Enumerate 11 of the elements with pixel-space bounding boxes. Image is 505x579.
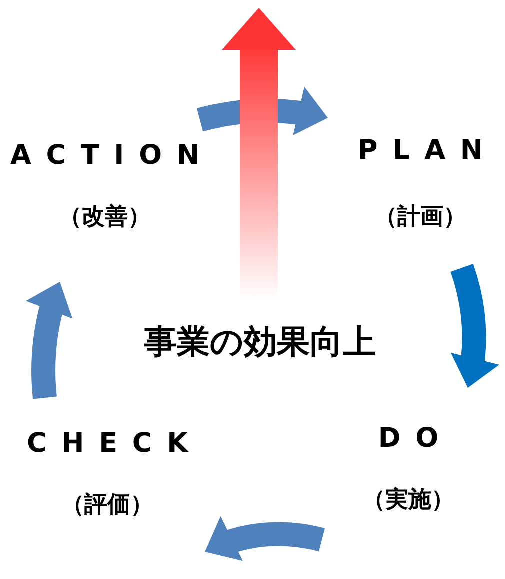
phase-subtitle: （評価） bbox=[62, 491, 154, 520]
cycle-arrow bbox=[197, 87, 330, 136]
phase-title: DO bbox=[378, 423, 454, 454]
phase-title: PLAN bbox=[358, 135, 498, 166]
cycle-arrow bbox=[450, 264, 499, 391]
phase-title: CHECK bbox=[27, 428, 203, 459]
phase-subtitle: （実施） bbox=[362, 486, 454, 515]
center-label: 事業の効果向上 bbox=[144, 321, 376, 363]
phase-subtitle: （改善） bbox=[59, 202, 151, 232]
phase-subtitle: （計画） bbox=[374, 203, 466, 232]
phase-title: ACTION bbox=[10, 140, 214, 171]
